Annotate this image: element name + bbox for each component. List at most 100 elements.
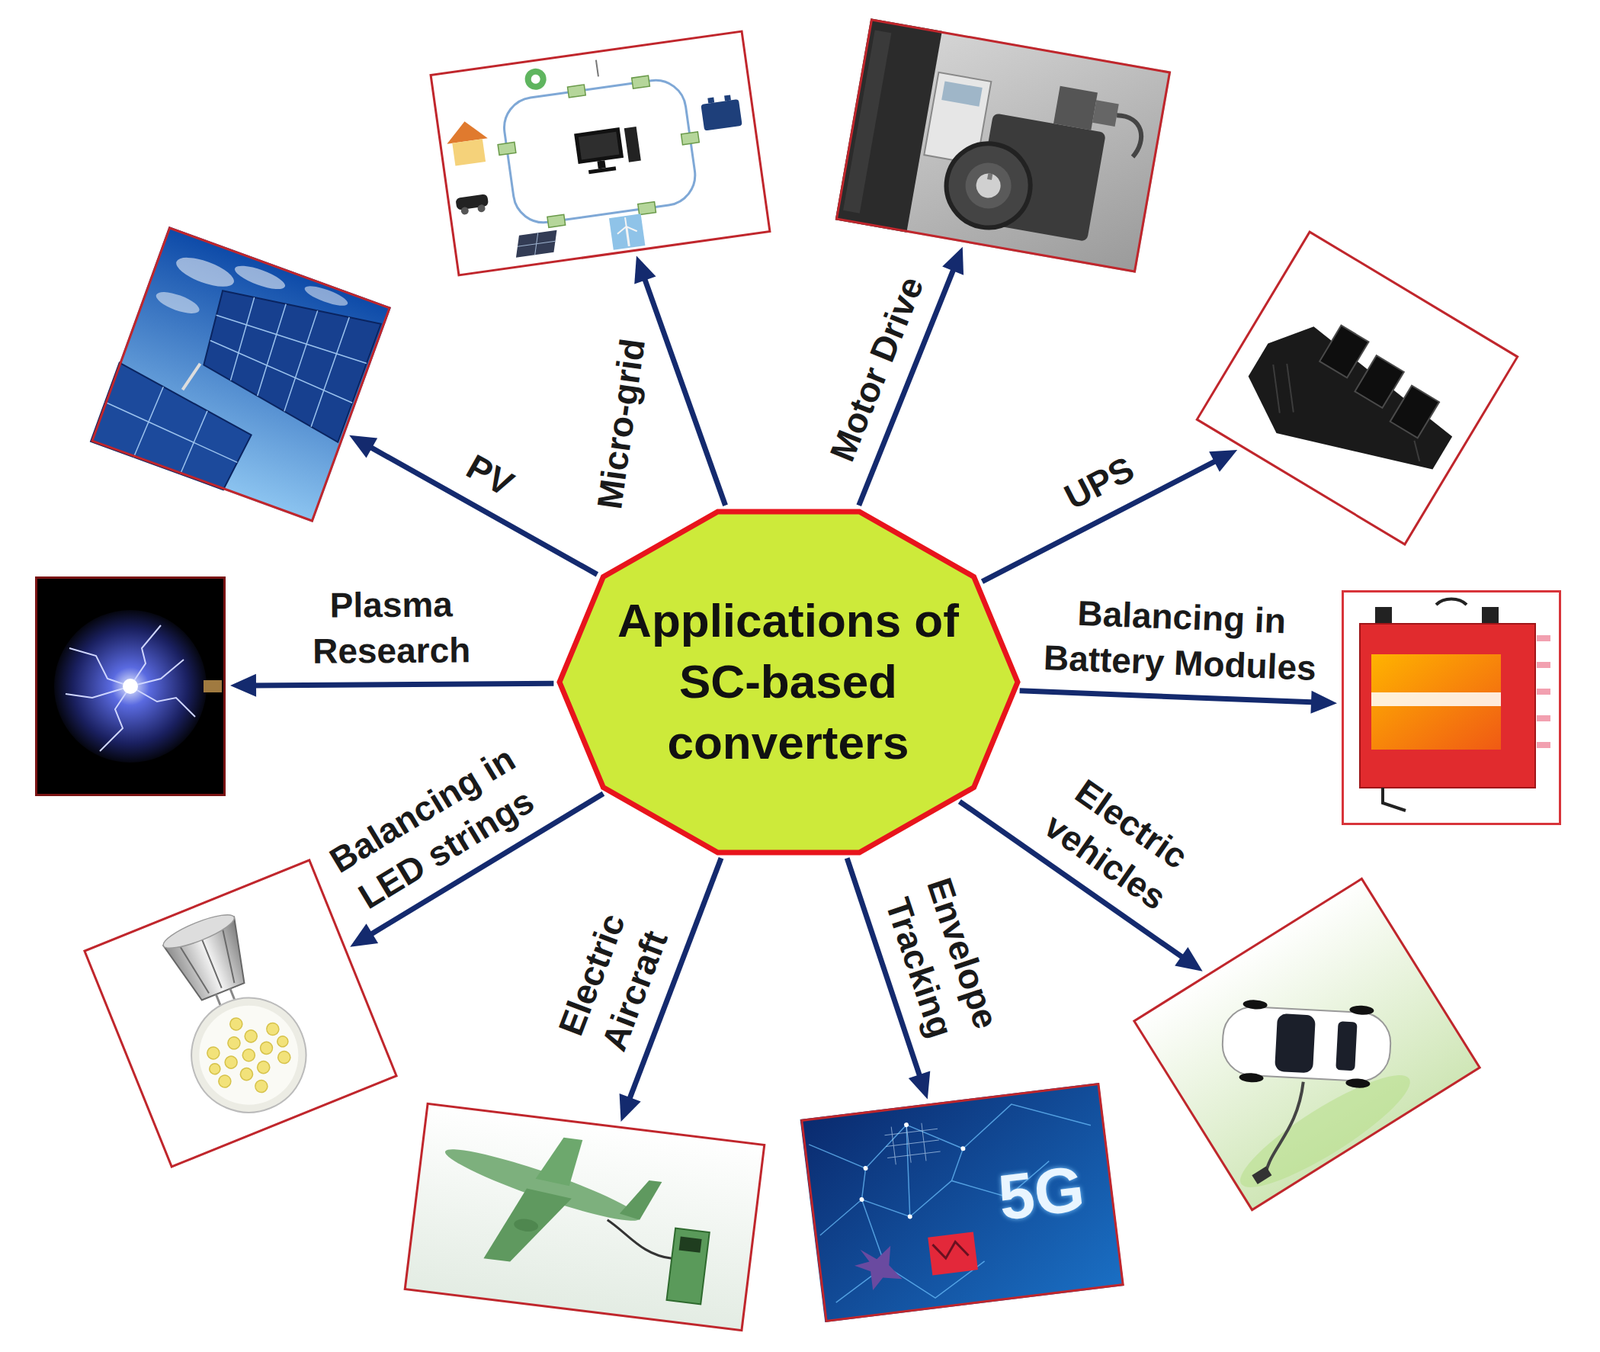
illustration-part bbox=[530, 73, 542, 85]
illustration-part bbox=[517, 240, 556, 247]
illustration-part bbox=[618, 1176, 662, 1222]
solar-panel-picture bbox=[90, 226, 392, 523]
illustration-part bbox=[404, 1102, 767, 1332]
illustration-part bbox=[987, 173, 993, 180]
arrow-head bbox=[942, 246, 964, 276]
illustration-part bbox=[452, 138, 486, 166]
illustration-part bbox=[904, 1122, 910, 1128]
spoke-arrow bbox=[230, 673, 554, 697]
spoke-label: Plasma Research bbox=[299, 581, 485, 674]
illustration-part bbox=[101, 401, 242, 462]
illustration-part bbox=[1536, 688, 1551, 695]
illustration-part bbox=[535, 1134, 583, 1187]
illustration-part bbox=[122, 678, 138, 694]
arrow-shaft bbox=[250, 682, 554, 686]
illustration-part bbox=[195, 1002, 303, 1108]
application-card bbox=[1195, 230, 1520, 546]
illustration-part bbox=[513, 230, 560, 258]
decagon-outline bbox=[559, 511, 1018, 853]
arrow-head bbox=[619, 1093, 642, 1122]
illustration-part bbox=[238, 1065, 255, 1082]
illustration-part bbox=[638, 202, 657, 215]
illustration-part bbox=[1536, 741, 1551, 748]
illustration-part bbox=[1319, 325, 1369, 379]
illustration-part bbox=[858, 1167, 870, 1200]
illustration-part bbox=[1345, 1077, 1371, 1089]
illustration-part bbox=[891, 1126, 896, 1165]
illustration-part bbox=[859, 1196, 865, 1203]
illustration-part bbox=[184, 990, 314, 1120]
illustration-part bbox=[921, 1122, 927, 1161]
card-caption: 5G bbox=[993, 1151, 1088, 1235]
illustration-part bbox=[226, 1034, 243, 1051]
illustration-part bbox=[130, 625, 161, 687]
spoke-label: Electric vehicles bbox=[1020, 756, 1216, 931]
illustration-part bbox=[230, 988, 235, 1000]
arrow-shaft bbox=[643, 275, 725, 506]
illustration-part bbox=[216, 309, 367, 369]
illustration-part bbox=[807, 1094, 1110, 1311]
illustration-part bbox=[626, 224, 638, 233]
illustration-part bbox=[573, 127, 624, 164]
illustration-part bbox=[65, 686, 131, 698]
illustration-part bbox=[160, 908, 238, 955]
illustration-part bbox=[679, 1236, 703, 1253]
illustration-part bbox=[206, 340, 356, 404]
illustration-part bbox=[939, 137, 1037, 235]
application-card bbox=[35, 576, 226, 796]
illustration-part bbox=[547, 214, 566, 228]
illustration-part bbox=[130, 686, 196, 717]
illustration-part bbox=[90, 362, 260, 493]
hub-decagon: Applications of SC-based converters bbox=[556, 508, 1021, 856]
illustration-part bbox=[596, 60, 599, 77]
illustration-part bbox=[1481, 606, 1499, 624]
arrow-head bbox=[349, 435, 378, 459]
illustration-part bbox=[1375, 606, 1392, 624]
illustration-part bbox=[1406, 440, 1427, 462]
illustration-part bbox=[1536, 634, 1551, 748]
illustration-part bbox=[523, 67, 549, 92]
illustration-part bbox=[1221, 1004, 1392, 1082]
illustration-part bbox=[1371, 654, 1501, 750]
illustration-part bbox=[625, 217, 627, 227]
electric-aircraft-picture bbox=[404, 1102, 767, 1332]
spoke-label: Motor Drive bbox=[820, 269, 936, 468]
illustration-part bbox=[941, 80, 983, 106]
illustration-part bbox=[227, 1016, 244, 1033]
application-card bbox=[835, 18, 1171, 273]
illustration-part bbox=[302, 282, 350, 310]
illustration-part bbox=[1354, 355, 1404, 408]
illustration-part bbox=[700, 99, 742, 132]
illustration-part bbox=[99, 686, 131, 751]
illustration-part bbox=[1341, 589, 1562, 825]
illustration-part bbox=[624, 126, 642, 163]
illustration-part bbox=[835, 18, 943, 232]
hub-title: Applications of SC-based converters bbox=[589, 589, 987, 773]
illustration-part bbox=[208, 1061, 222, 1076]
illustration-part bbox=[1390, 385, 1440, 439]
illustration-part bbox=[948, 1147, 968, 1180]
illustration-part bbox=[483, 1183, 572, 1268]
application-card bbox=[404, 1102, 767, 1332]
illustration-part bbox=[90, 369, 254, 491]
illustration-part bbox=[800, 1082, 1125, 1322]
illustration-part bbox=[681, 131, 700, 145]
illustration-part bbox=[232, 261, 289, 295]
illustration-part bbox=[666, 1228, 710, 1305]
illustration-part bbox=[1253, 357, 1428, 488]
illustration-part bbox=[69, 647, 131, 687]
illustration-part bbox=[90, 226, 392, 523]
spoke-label: PV bbox=[458, 444, 522, 507]
illustration-part bbox=[1220, 997, 1392, 1089]
spoke-label: Electric Aircraft bbox=[541, 889, 686, 1076]
illustration-part bbox=[1335, 1020, 1357, 1071]
arrow-head bbox=[634, 256, 656, 285]
illustration-part bbox=[497, 141, 517, 155]
illustration-part bbox=[626, 226, 630, 247]
illustration-part bbox=[174, 980, 324, 1129]
illustration-part bbox=[906, 1124, 911, 1163]
arrow-head bbox=[1208, 449, 1238, 472]
battery-picture bbox=[1341, 589, 1562, 825]
illustration-part bbox=[883, 1120, 942, 1165]
illustration-part bbox=[596, 160, 606, 169]
